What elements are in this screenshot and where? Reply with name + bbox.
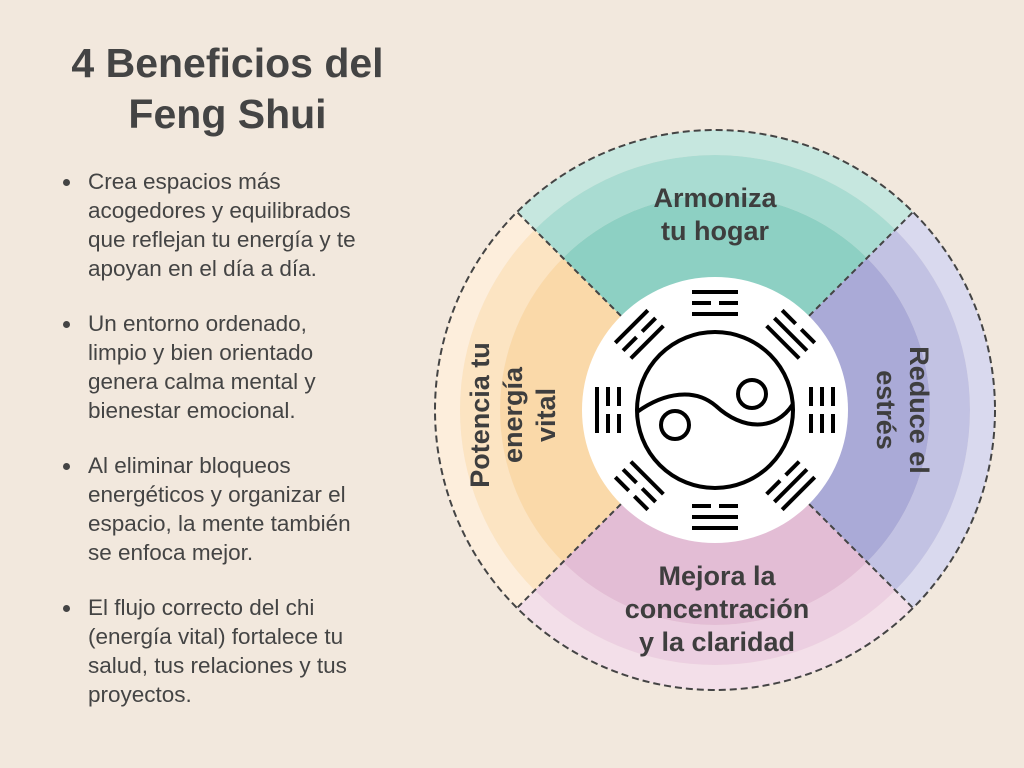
sector-top (517, 129, 913, 319)
sector-band (459, 229, 563, 591)
trigram-icon (765, 308, 817, 360)
bagua-yin-yang-icon (595, 290, 835, 530)
line: energéticos y organizar el (88, 482, 346, 507)
line: apoyan en el día a día. (88, 256, 317, 281)
divider-line (808, 211, 914, 317)
label-line: concentración (625, 594, 810, 624)
list-item: Al eliminar bloqueos energéticos y organi… (60, 451, 430, 567)
bullet-icon (63, 463, 70, 470)
sector-band (562, 195, 868, 319)
sector-band (434, 212, 535, 608)
line: genera calma mental y (88, 369, 316, 394)
sector-label-left: Potencia tu energía vital (465, 342, 561, 488)
line: limpio y bien orientado (88, 340, 314, 365)
line: Crea espacios más (88, 169, 281, 194)
title-line: 4 Beneficios del (71, 40, 384, 86)
sector-band (534, 154, 896, 258)
sector-right (806, 212, 996, 608)
label-line: Potencia tu (465, 342, 495, 488)
label-line: Armoniza (653, 183, 777, 213)
bullet-icon (63, 321, 70, 328)
sector-label-top: Armoniza tu hogar (653, 183, 777, 246)
sector-band (517, 590, 913, 691)
label-line: estrés (871, 370, 901, 450)
center-disc (582, 277, 848, 543)
outer-dashed-ring (434, 129, 996, 691)
sector-band (867, 229, 971, 591)
list-item: El flujo correcto del chi (energía vital)… (60, 593, 430, 709)
bullet-icon (63, 605, 70, 612)
line: proyectos. (88, 682, 192, 707)
line: se enfoca mejor. (88, 540, 254, 565)
label-line: Reduce el (904, 346, 934, 474)
sector-left (434, 212, 624, 608)
page-title: 4 Beneficios del Feng Shui (40, 38, 415, 140)
label-line: tu hogar (661, 216, 769, 246)
sector-band (500, 257, 624, 563)
sector-band (517, 129, 913, 230)
trigram-icon (613, 308, 665, 360)
divider-line (516, 503, 622, 609)
line: El flujo correcto del chi (88, 595, 315, 620)
line: que reflejan tu energía y te (88, 227, 356, 252)
trigram-icon (692, 290, 738, 316)
label-line: vital (531, 388, 561, 442)
line: acogedores y equilibrados (88, 198, 351, 223)
trigram-icon (613, 460, 665, 512)
sector-label-right: Reduce el estrés (871, 346, 934, 474)
bullet-icon (63, 179, 70, 186)
list-item: Un entorno ordenado, limpio y bien orient… (60, 309, 430, 425)
line: Un entorno ordenado, (88, 311, 307, 336)
trigram-icon (765, 460, 817, 512)
title-line: Feng Shui (128, 91, 327, 137)
sector-label-bottom: Mejora la concentración y la claridad (625, 561, 810, 657)
trigram-icon (692, 504, 738, 530)
trigram-icon (809, 387, 835, 433)
line: Al eliminar bloqueos (88, 453, 291, 478)
sector-band (806, 257, 930, 563)
sector-band (562, 501, 868, 625)
line: (energía vital) fortalece tu (88, 624, 344, 649)
divider-line (516, 211, 622, 317)
trigram-icon (595, 387, 621, 433)
sector-bottom (517, 501, 913, 691)
label-line: energía (498, 366, 528, 463)
dividers (516, 211, 914, 609)
line: espacio, la mente también (88, 511, 351, 536)
divider-line (808, 503, 914, 609)
benefits-list: Crea espacios más acogedores y equilibrad… (60, 167, 430, 735)
sector-band (534, 562, 896, 666)
line: bienestar emocional. (88, 398, 296, 423)
list-item: Crea espacios más acogedores y equilibrad… (60, 167, 430, 283)
label-line: Mejora la (658, 561, 776, 591)
label-line: y la claridad (639, 627, 795, 657)
line: salud, tus relaciones y tus (88, 653, 347, 678)
sector-band (895, 212, 996, 608)
